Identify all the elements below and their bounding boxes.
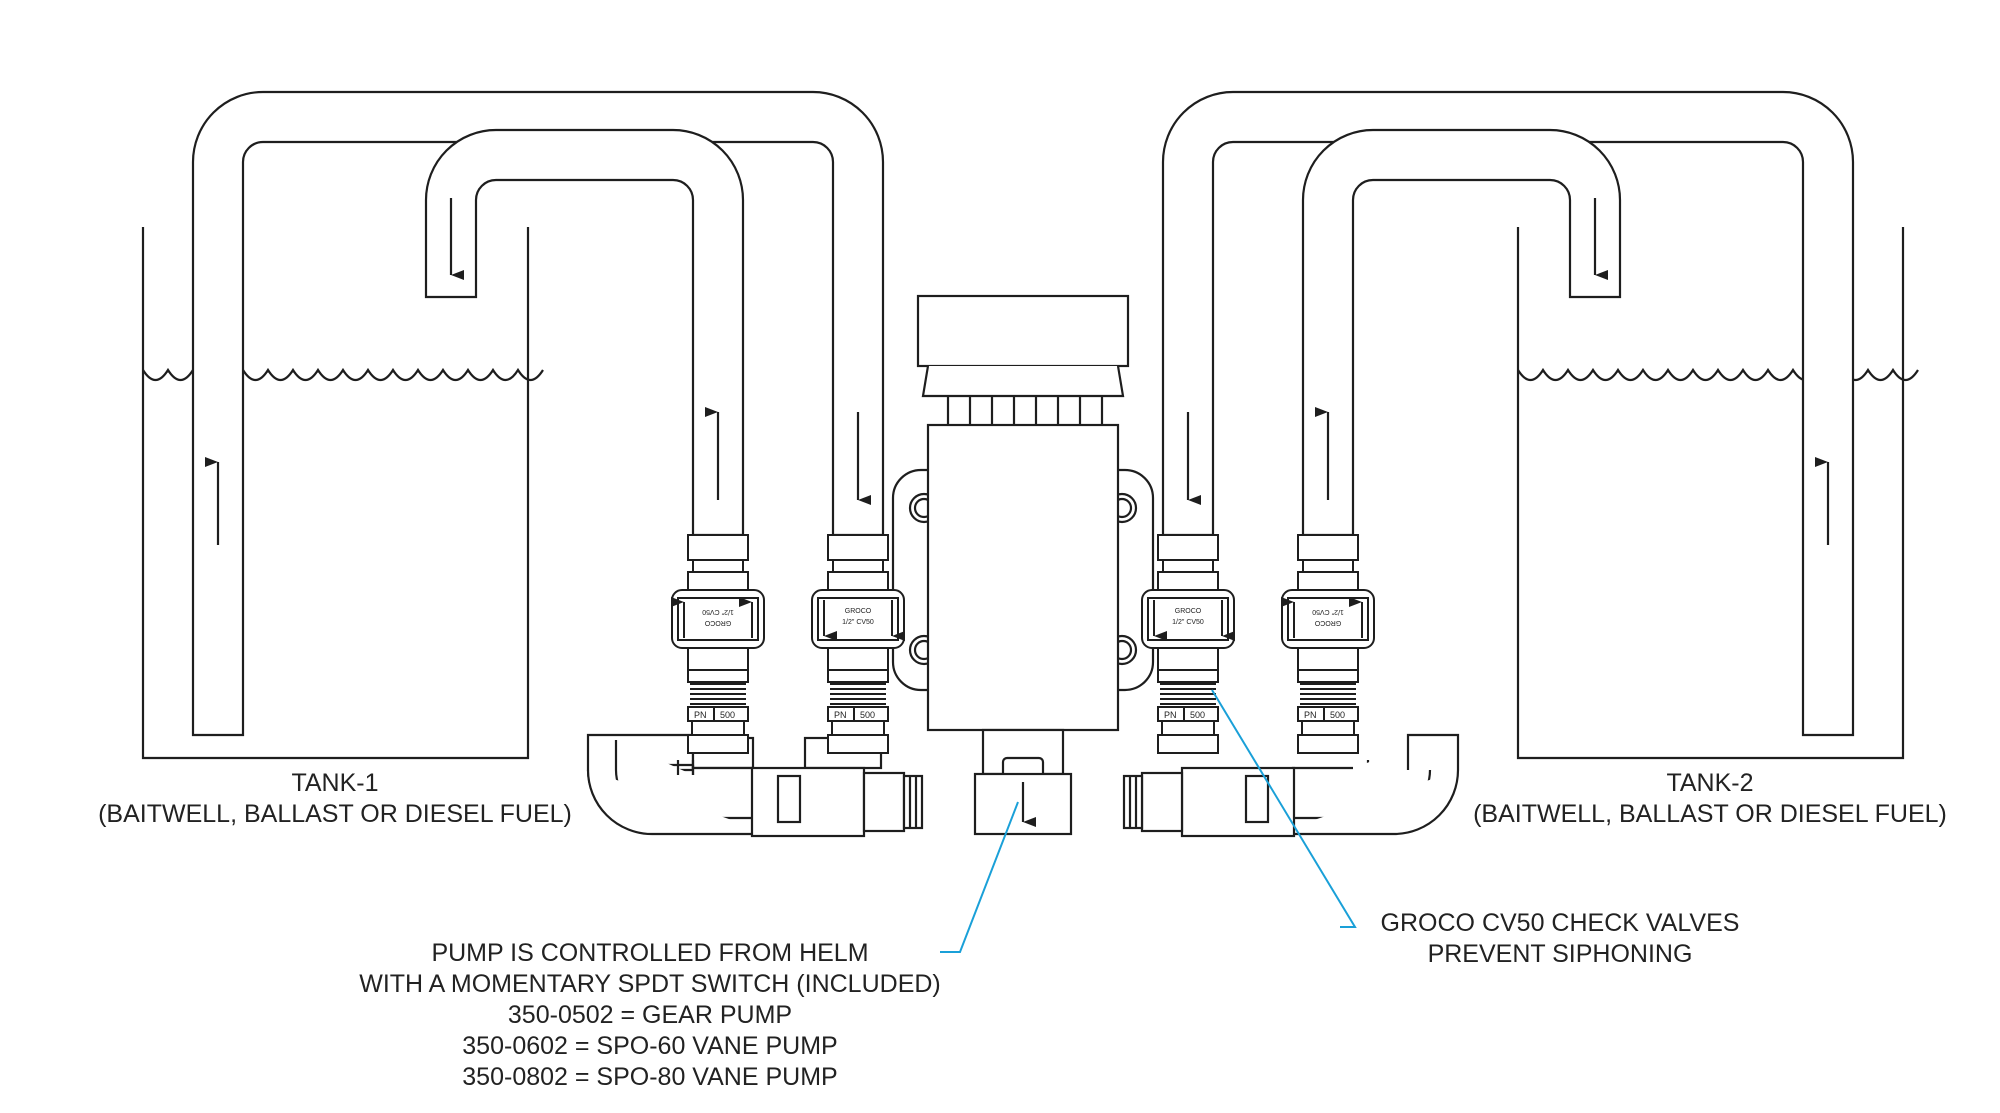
valve-note-leader [1211, 689, 1357, 928]
fitting-pn-prefix: PN [1164, 710, 1177, 720]
valve-brand-marking: GROCO [704, 619, 731, 626]
fitting-pn-prefix: PN [834, 710, 847, 720]
valve-model-marking: 1/2" CV50 [702, 608, 734, 615]
fitting-pn-number: 500 [1190, 710, 1205, 720]
manifold-right [1122, 733, 1460, 838]
pump-body [926, 423, 1120, 732]
valve-note-line-1: GROCO CV50 CHECK VALVES [1380, 909, 1740, 937]
valve-brand-marking: GROCO [1175, 608, 1202, 615]
pump-cooling-fins [946, 396, 1104, 425]
check-valve-tank-2-return: PN 500 GROCO 1/2" CV50 [1141, 534, 1235, 754]
check-valve-tank-2-suction: PN 500 GROCO 1/2" CV50 [1281, 534, 1375, 754]
valve-brand-marking: GROCO [845, 608, 872, 615]
pump-note: PUMP IS CONTROLLED FROM HELM WITH A MOME… [330, 938, 970, 1093]
fitting-pn-number: 500 [1330, 710, 1345, 720]
hose-tank-1-return [424, 128, 745, 537]
pump-note-line-2: WITH A MOMENTARY SPDT SWITCH (INCLUDED) [359, 970, 941, 998]
valve-model-marking: 1/2" CV50 [1312, 608, 1344, 615]
valve-note: GROCO CV50 CHECK VALVES PREVENT SIPHONIN… [1345, 908, 1775, 970]
fitting-pn-prefix: PN [694, 710, 707, 720]
check-valve-tank-1-suction: PN 500 GROCO 1/2" CV50 [671, 534, 765, 754]
hose-tank-1-suction [191, 90, 885, 737]
pump-model-3: 350-0802 = SPO-80 VANE PUMP [462, 1063, 838, 1091]
pump-model-1: 350-0502 = GEAR PUMP [507, 1001, 793, 1029]
tank-2-label: TANK-2 (BAITWELL, BALLAST OR DIESEL FUEL… [1455, 768, 1965, 830]
valve-model-marking: 1/2" CV50 [842, 619, 874, 626]
tank-1-label: TANK-1 (BAITWELL, BALLAST OR DIESEL FUEL… [80, 768, 590, 830]
pump-model-2: 350-0602 = SPO-60 VANE PUMP [462, 1032, 838, 1060]
hose-tank-2-suction [1161, 90, 1855, 737]
pump-motor-cap [916, 294, 1130, 368]
tank-2 [1516, 227, 1919, 760]
tank-1-name: TANK-1 [291, 769, 379, 797]
pump-note-leader [940, 801, 1019, 953]
pump-note-line-1: PUMP IS CONTROLLED FROM HELM [431, 939, 869, 967]
valve-note-line-2: PREVENT SIPHONING [1427, 940, 1693, 968]
tank-2-contents: (BAITWELL, BALLAST OR DIESEL FUEL) [1473, 800, 1947, 828]
hose-tank-2-return [1301, 128, 1622, 537]
tank-2-name: TANK-2 [1666, 769, 1754, 797]
valve-brand-marking: GROCO [1314, 619, 1341, 626]
fitting-pn-number: 500 [720, 710, 735, 720]
tank-2-liquid-surface [1517, 367, 1919, 382]
pump [891, 294, 1155, 836]
fitting-pn-prefix: PN [1304, 710, 1317, 720]
valve-model-marking: 1/2" CV50 [1172, 619, 1204, 626]
check-valve-tank-1-return: PN 500 GROCO 1/2" CV50 [811, 534, 905, 754]
fitting-pn-number: 500 [860, 710, 875, 720]
tank-1-contents: (BAITWELL, BALLAST OR DIESEL FUEL) [98, 800, 572, 828]
